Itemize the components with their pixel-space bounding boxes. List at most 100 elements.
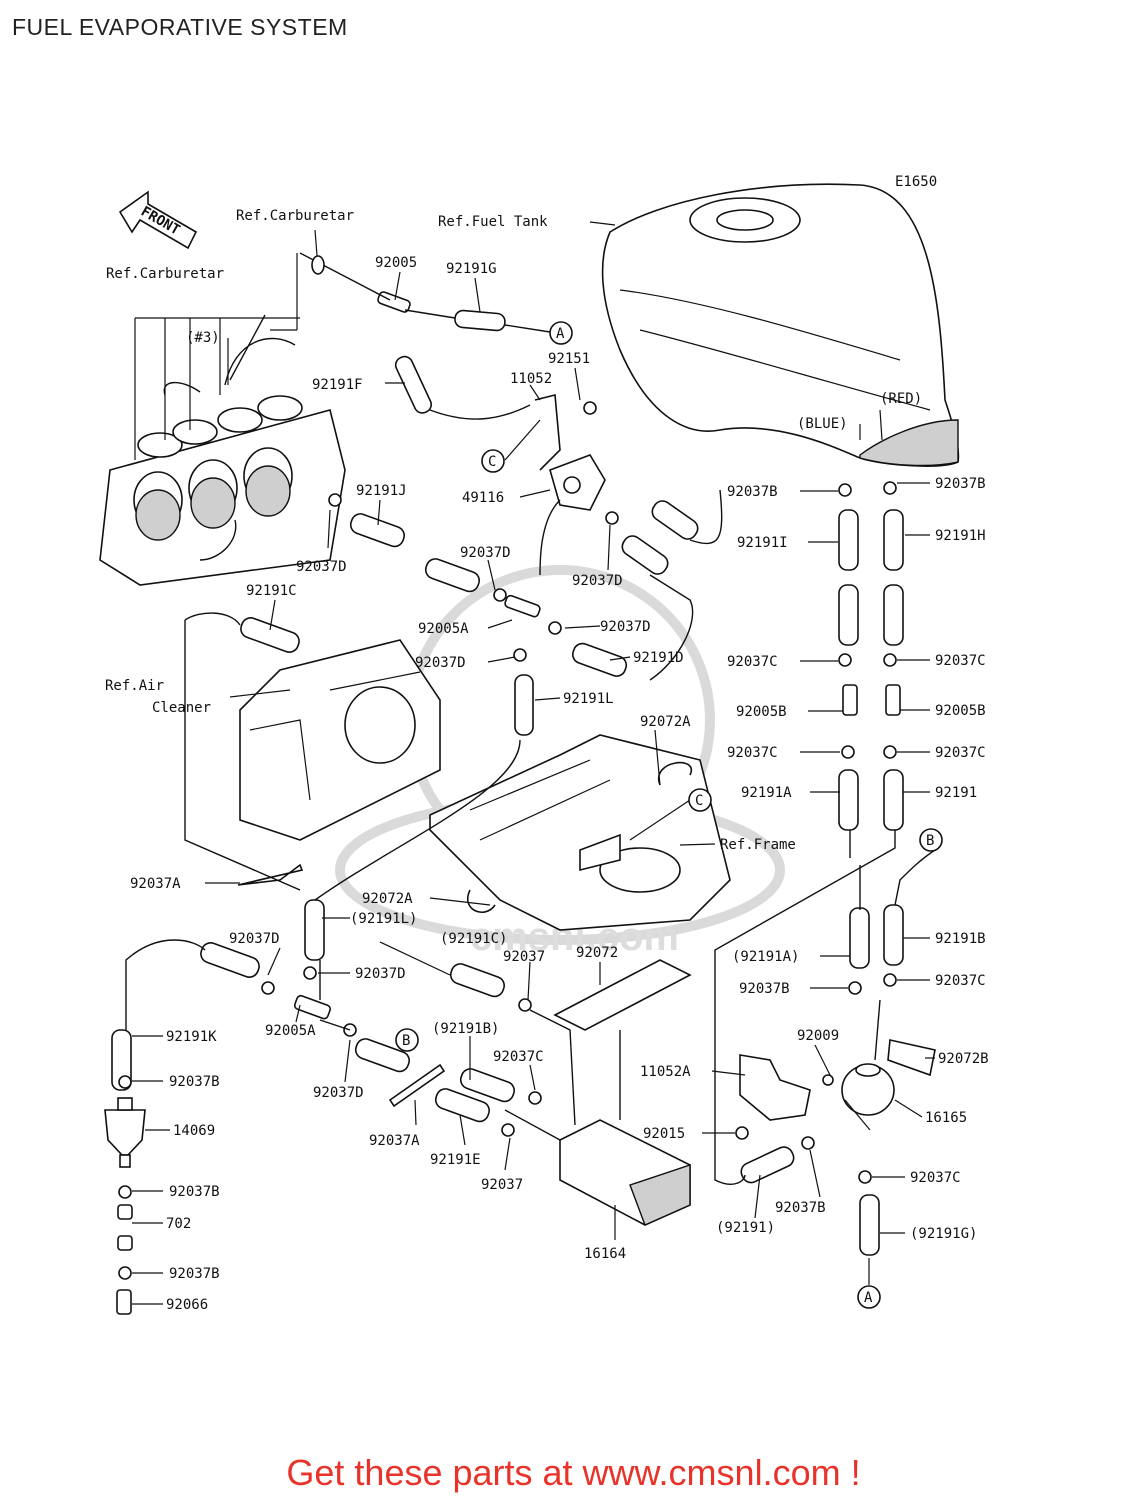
clamp-set (118, 291, 936, 1280)
filter-14069 (104, 1097, 146, 1168)
front-arrow-label: FRONT (138, 204, 183, 239)
part-92005b-right: 92005B (935, 703, 986, 719)
part-49116: 49116 (462, 490, 504, 506)
part-92037-upper: 92037 (503, 949, 545, 965)
part-92191b: 92191B (935, 931, 986, 947)
hose-set (111, 309, 904, 1315)
part-92037a-lower: 92037A (369, 1133, 420, 1149)
callout-c-frame: C (695, 793, 703, 809)
part-92191: 92191 (935, 785, 977, 801)
part-16164: 16164 (584, 1246, 626, 1262)
part-92191a: 92191A (741, 785, 792, 801)
part-92191g-ref: (92191G) (910, 1226, 977, 1242)
part-702: 702 (166, 1216, 191, 1232)
part-92191j: 92191J (356, 483, 407, 499)
part-92037b-left-3: 92037B (169, 1266, 220, 1282)
part-92037c-right-3: 92037C (727, 745, 778, 761)
part-92037c-lower: 92037C (493, 1049, 544, 1065)
part-92191c-ref: (92191C) (440, 931, 507, 947)
part-92191f: 92191F (312, 377, 363, 393)
ref-cyl3: (#3) (186, 330, 220, 346)
part-92037d-tee-lower: 92037D (415, 655, 466, 671)
valve-16165 (841, 1063, 895, 1131)
callout-a-top: A (556, 326, 565, 342)
part-92151: 92151 (548, 351, 590, 367)
part-16165: 16165 (925, 1110, 967, 1126)
part-92191i: 92191I (737, 535, 788, 551)
part-92037b-right-3: 92037B (739, 981, 790, 997)
part-92005b-left: 92005B (736, 704, 787, 720)
part-92037c-right-1: 92037C (727, 654, 778, 670)
air-cleaner (239, 639, 441, 841)
part-92191d: 92191D (633, 650, 684, 666)
routing-lines (125, 229, 936, 1185)
front-arrow-icon: FRONT (118, 190, 198, 250)
part-92191l: 92191L (563, 691, 614, 707)
part-92072a-upper: 92072A (640, 714, 691, 730)
part-92037c-right-4: 92037C (935, 745, 986, 761)
part-92037c-right-2: 92037C (935, 653, 986, 669)
part-92191-ref: (92191) (716, 1220, 775, 1236)
bracket-11052a (739, 1054, 811, 1121)
part-92191c: 92191C (246, 583, 297, 599)
part-11052: 11052 (510, 371, 552, 387)
part-92037c-right-6: 92037C (910, 1170, 961, 1186)
part-92072b: 92072B (938, 1051, 989, 1067)
part-92009: 92009 (797, 1028, 839, 1044)
parts-diagram: cmsnl.com E1650 FRONT (99, 174, 989, 1315)
part-92037d-tee-right: 92037D (600, 619, 651, 635)
bracket-11052 (534, 393, 561, 471)
part-92037d-lower-left: 92037D (229, 931, 280, 947)
callout-b-left: B (402, 1033, 410, 1049)
part-92037a-upper: 92037A (130, 876, 181, 892)
part-92037d-carb: 92037D (296, 559, 347, 575)
part-92005a-upper: 92005A (418, 621, 469, 637)
page-title: FUEL EVAPORATIVE SYSTEM (12, 14, 348, 40)
ref-carburetor-left: Ref.Carburetar (106, 266, 224, 282)
ref-carburetor-top: Ref.Carburetar (236, 208, 354, 224)
part-92037b-right-1: 92037B (727, 484, 778, 500)
ref-frame: Ref.Frame (720, 837, 796, 853)
part-92037d-lower-mid: 92037D (355, 966, 406, 982)
part-92037b-right-2: 92037B (935, 476, 986, 492)
fuel-tank (601, 183, 960, 467)
diagram-code: E1650 (895, 174, 937, 190)
part-92191l-ref: (92191L) (350, 911, 417, 927)
part-92191h: 92191H (935, 528, 986, 544)
callout-circles (395, 321, 943, 1309)
footer-link[interactable]: Get these parts at www.cmsnl.com ! (286, 1452, 861, 1493)
part-92005a-lower: 92005A (265, 1023, 316, 1039)
part-92072: 92072 (576, 945, 618, 961)
part-92005: 92005 (375, 255, 417, 271)
bracket-92072 (553, 959, 692, 1031)
part-92037c-right-5: 92037C (935, 973, 986, 989)
ref-blue: (BLUE) (797, 416, 848, 432)
part-92191b-ref: (92191B) (432, 1021, 499, 1037)
part-92066: 92066 (166, 1297, 208, 1313)
part-92191k: 92191K (166, 1029, 217, 1045)
part-92037b-left-1: 92037B (169, 1074, 220, 1090)
part-92037d-tap-left: 92037D (460, 545, 511, 561)
leader-lines (132, 221, 935, 1305)
callout-c-left: C (488, 454, 496, 470)
part-92037d-bottom: 92037D (313, 1085, 364, 1101)
canister-16164 (559, 1119, 691, 1226)
part-14069: 14069 (173, 1123, 215, 1139)
part-92037d-tap-right: 92037D (572, 573, 623, 589)
part-92191g: 92191G (446, 261, 497, 277)
callout-a-bottom: A (864, 1290, 873, 1306)
ref-air-cleaner-2: Cleaner (152, 700, 211, 716)
part-92037b-left-2: 92037B (169, 1184, 220, 1200)
part-92072a-lower: 92072A (362, 891, 413, 907)
ref-air-cleaner-1: Ref.Air (105, 678, 164, 694)
part-92015: 92015 (643, 1126, 685, 1142)
fuel-tap-49116 (539, 454, 606, 576)
part-92037-lower: 92037 (481, 1177, 523, 1193)
part-92037b-right-4: 92037B (775, 1200, 826, 1216)
part-92191e: 92191E (430, 1152, 481, 1168)
part-92191a-ref: (92191A) (732, 949, 799, 965)
frame-section (429, 734, 731, 931)
ref-fuel-tank: Ref.Fuel Tank (438, 214, 548, 230)
ref-red: (RED) (880, 391, 922, 407)
part-11052a: 11052A (640, 1064, 691, 1080)
